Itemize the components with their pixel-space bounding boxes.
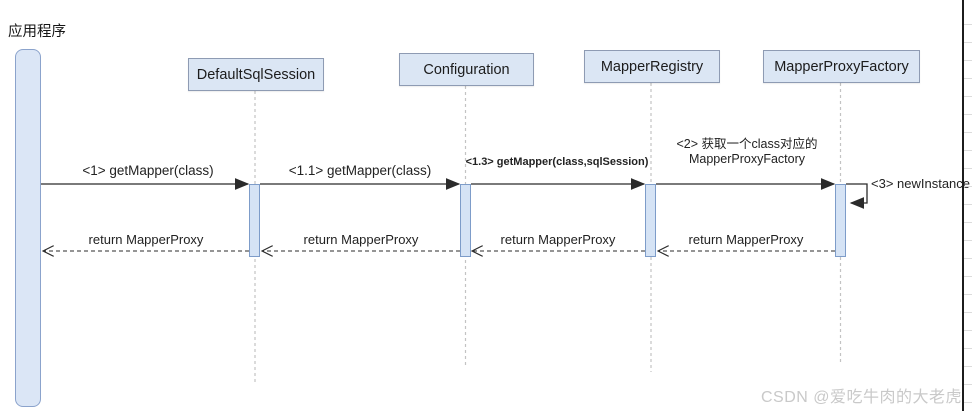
message-label-getmapper-1-3: <1.3> getMapper(class,sqlSession): [465, 156, 649, 168]
page-edge-gridticks: [964, 24, 972, 411]
activation-defaultsqlsession: [249, 184, 260, 257]
arrow-self-msg-3: [846, 183, 868, 209]
return-label-4: return MapperProxy: [688, 232, 804, 247]
page-edge-line: [962, 0, 964, 411]
message-label-get-factory-line2: MapperProxyFactory: [688, 152, 806, 166]
actor-mapperproxyfactory: MapperProxyFactory: [763, 50, 920, 83]
csdn-watermark: CSDN @爱吃牛肉的大老虎: [760, 389, 962, 406]
return-label-2: return MapperProxy: [303, 232, 419, 247]
activation-configuration: [460, 184, 471, 257]
message-label-getmapper-1: <1> getMapper(class): [82, 163, 214, 178]
actor-mapperproxyfactory-label: MapperProxyFactory: [774, 58, 909, 75]
return-label-3: return MapperProxy: [500, 232, 616, 247]
application-label: 应用程序: [8, 24, 66, 40]
actor-mapperregistry: MapperRegistry: [584, 50, 720, 83]
message-label-get-factory-2: <2> 获取一个class对应的 MapperProxyFactory: [676, 137, 817, 167]
actor-mapperregistry-label: MapperRegistry: [600, 58, 704, 75]
actor-defaultsqlsession: DefaultSqlSession: [188, 58, 324, 91]
actor-configuration-label: Configuration: [423, 61, 510, 78]
activation-mapperregistry: [645, 184, 656, 257]
activation-mapperproxyfactory: [835, 184, 846, 257]
message-label-get-factory-line1: <2> 获取一个class对应的: [676, 137, 818, 151]
actor-defaultsqlsession-label: DefaultSqlSession: [196, 66, 316, 83]
message-label-newinstance-3: <3> newInstance: [871, 176, 971, 191]
actor-configuration: Configuration: [399, 53, 534, 86]
application-activation-bar: [15, 49, 41, 407]
message-label-getmapper-1-1: <1.1> getMapper(class): [288, 163, 432, 178]
return-label-1: return MapperProxy: [88, 232, 204, 247]
